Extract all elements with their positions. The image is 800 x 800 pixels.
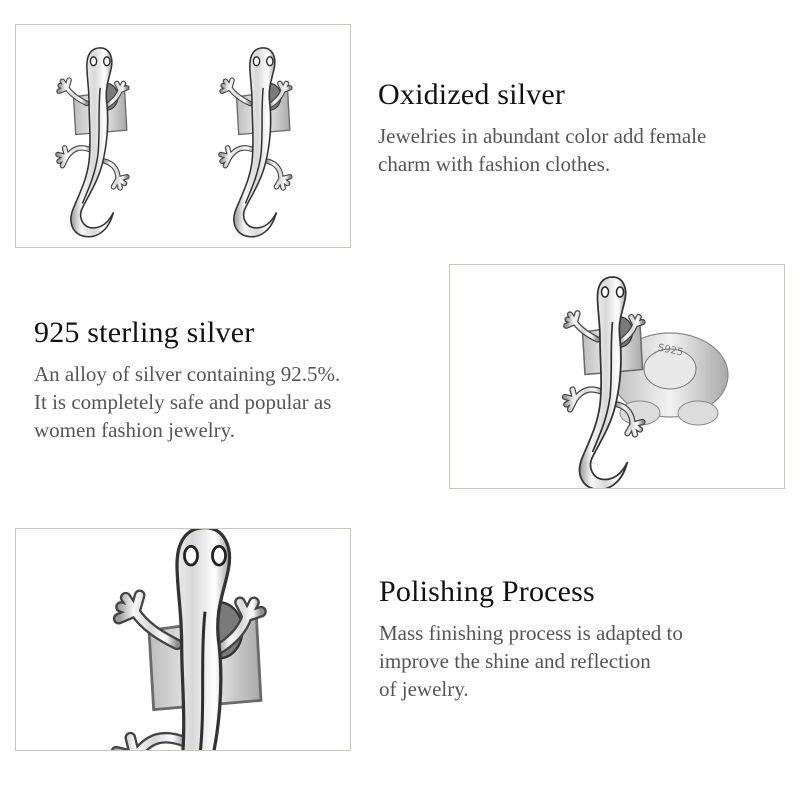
feature-description: Mass finishing process is adapted to imp… [379, 621, 683, 701]
product-image-pair [15, 24, 351, 248]
feature-heading: 925 sterling silver [34, 316, 255, 349]
product-image-closeup [15, 528, 351, 751]
gecko-earring-closeup-icon [96, 528, 286, 751]
feature-polishing-process: Polishing Process Mass finishing process… [379, 575, 779, 703]
feature-oxidized-silver: Oxidized silver Jewelries in abundant co… [378, 78, 778, 178]
product-image-side-view: S925 [449, 264, 785, 489]
s925-stamp: S925 [657, 343, 684, 359]
gecko-earring-side-icon [545, 267, 665, 489]
gecko-earring-right-icon [209, 39, 304, 239]
feature-heading: Polishing Process [379, 575, 595, 608]
feature-925-sterling-silver: 925 sterling silver An alloy of silver c… [34, 316, 434, 444]
feature-heading: Oxidized silver [378, 78, 566, 111]
gecko-earring-left-icon [46, 39, 141, 239]
feature-description: Jewelries in abundant color add female c… [378, 124, 707, 176]
feature-description: An alloy of silver containing 92.5%. It … [34, 362, 341, 442]
